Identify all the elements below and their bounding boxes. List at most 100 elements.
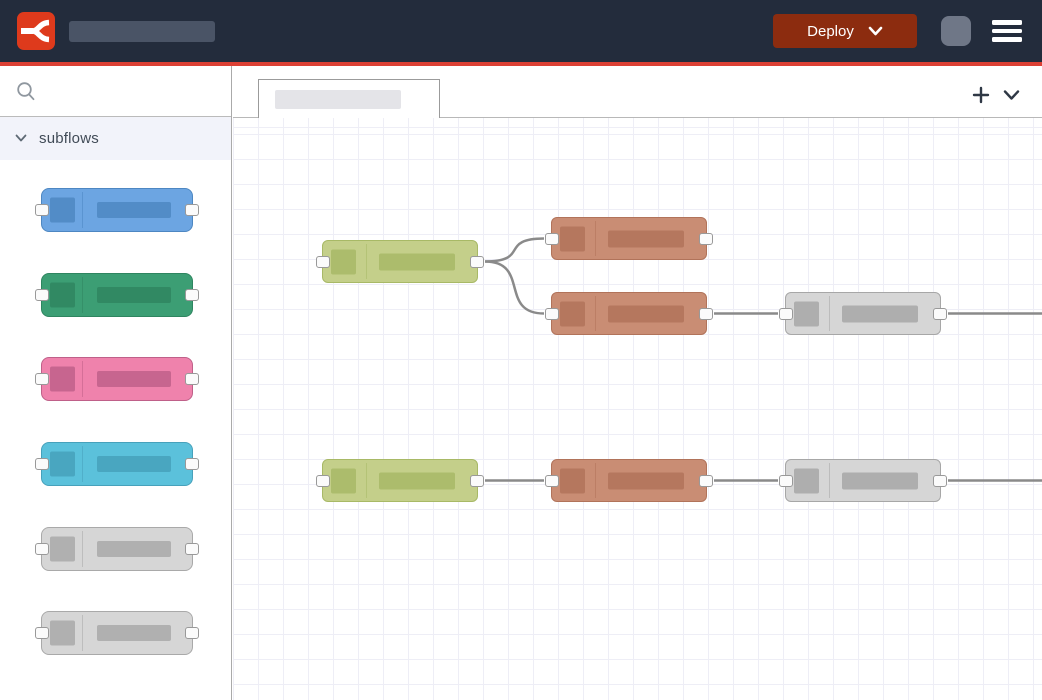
hamburger-menu-icon: [992, 20, 1022, 25]
node-output-port[interactable]: [470, 256, 484, 268]
node-output-port[interactable]: [185, 373, 199, 385]
node-output-port[interactable]: [470, 475, 484, 487]
node-icon: [50, 537, 75, 562]
palette-category-subflows[interactable]: subflows: [0, 117, 231, 160]
node-label-placeholder: [608, 230, 684, 247]
node-input-port[interactable]: [35, 627, 49, 639]
node-output-port[interactable]: [185, 204, 199, 216]
flow-tab-bar: [233, 66, 1042, 118]
node-divider: [82, 531, 83, 567]
node-divider: [82, 615, 83, 651]
node-divider: [829, 296, 830, 331]
node-divider: [829, 463, 830, 498]
node-icon: [50, 367, 75, 392]
chevron-down-icon: [15, 134, 27, 143]
node-input-port[interactable]: [779, 475, 793, 487]
node-divider: [82, 192, 83, 228]
flow-canvas[interactable]: [233, 118, 1042, 700]
node-output-port[interactable]: [933, 308, 947, 320]
node-label-placeholder: [97, 287, 171, 303]
node-icon: [560, 301, 585, 326]
node-output-port[interactable]: [933, 475, 947, 487]
flow-node-orange[interactable]: [551, 459, 707, 502]
node-label-placeholder: [379, 253, 455, 270]
node-icon: [794, 468, 819, 493]
node-input-port[interactable]: [545, 475, 559, 487]
node-output-port[interactable]: [185, 458, 199, 470]
node-icon: [50, 198, 75, 223]
node-icon: [560, 226, 585, 251]
search-icon: [17, 82, 35, 101]
add-flow-button[interactable]: [970, 84, 992, 106]
node-red-logo-glyph: [17, 12, 55, 50]
flow-node-green[interactable]: [322, 240, 478, 283]
node-label-placeholder: [97, 456, 171, 472]
palette-search[interactable]: [0, 66, 231, 117]
node-divider: [595, 463, 596, 498]
node-label-placeholder: [97, 625, 171, 641]
node-label-placeholder: [608, 472, 684, 489]
node-label-placeholder: [842, 472, 918, 489]
node-label-placeholder: [97, 541, 171, 557]
flow-node-green[interactable]: [322, 459, 478, 502]
flow-wires: [233, 118, 1042, 700]
node-output-port[interactable]: [699, 233, 713, 245]
node-red-logo-icon: [17, 12, 55, 50]
flow-list-button[interactable]: [1000, 84, 1022, 106]
node-input-port[interactable]: [35, 204, 49, 216]
deploy-button-label: Deploy: [807, 23, 854, 40]
palette-sidebar: subflows: [0, 66, 232, 700]
node-output-port[interactable]: [185, 289, 199, 301]
chevron-down-icon: [1003, 89, 1020, 101]
node-divider: [366, 463, 367, 498]
deploy-button[interactable]: Deploy: [773, 14, 917, 48]
palette-node-pink[interactable]: [41, 357, 193, 401]
node-input-port[interactable]: [35, 458, 49, 470]
node-icon: [560, 468, 585, 493]
palette-node-gray[interactable]: [41, 527, 193, 571]
node-label-placeholder: [842, 305, 918, 322]
node-divider: [595, 296, 596, 331]
node-divider: [366, 244, 367, 279]
flow-tab-active[interactable]: [258, 79, 440, 118]
node-input-port[interactable]: [316, 475, 330, 487]
node-icon: [50, 621, 75, 646]
flow-node-orange[interactable]: [551, 217, 707, 260]
node-divider: [82, 446, 83, 482]
palette-node-blue[interactable]: [41, 188, 193, 232]
palette-node-gray[interactable]: [41, 611, 193, 655]
node-icon: [794, 301, 819, 326]
palette-node-green[interactable]: [41, 273, 193, 317]
node-icon: [331, 249, 356, 274]
flow-wire: [485, 239, 544, 262]
node-icon: [331, 468, 356, 493]
main-menu-button[interactable]: [992, 20, 1022, 42]
node-label-placeholder: [97, 202, 171, 218]
flow-node-gray[interactable]: [785, 459, 941, 502]
user-avatar[interactable]: [941, 16, 971, 46]
node-input-port[interactable]: [779, 308, 793, 320]
node-label-placeholder: [379, 472, 455, 489]
node-input-port[interactable]: [35, 289, 49, 301]
node-divider: [595, 221, 596, 256]
node-divider: [82, 361, 83, 397]
node-input-port[interactable]: [35, 543, 49, 555]
node-icon: [50, 452, 75, 477]
node-label-placeholder: [97, 371, 171, 387]
flow-node-gray[interactable]: [785, 292, 941, 335]
node-output-port[interactable]: [699, 475, 713, 487]
node-icon: [50, 283, 75, 308]
node-output-port[interactable]: [185, 543, 199, 555]
node-output-port[interactable]: [699, 308, 713, 320]
node-input-port[interactable]: [545, 233, 559, 245]
node-output-port[interactable]: [185, 627, 199, 639]
chevron-down-icon: [868, 26, 883, 37]
node-input-port[interactable]: [316, 256, 330, 268]
node-divider: [82, 277, 83, 313]
flow-node-orange[interactable]: [551, 292, 707, 335]
palette-node-cyan[interactable]: [41, 442, 193, 486]
workspace-title-placeholder: [69, 21, 215, 42]
node-input-port[interactable]: [545, 308, 559, 320]
flow-tab-label-placeholder: [275, 90, 401, 109]
node-input-port[interactable]: [35, 373, 49, 385]
